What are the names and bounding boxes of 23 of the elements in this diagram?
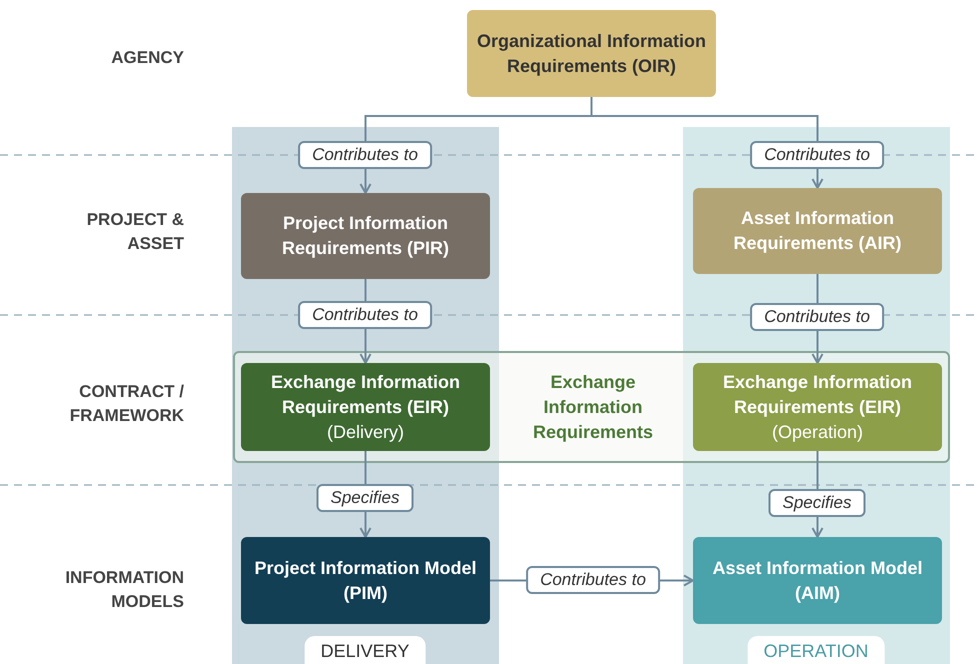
- row-label: CONTRACT / FRAMEWORK: [68, 381, 184, 427]
- row-label: AGENCY: [110, 47, 184, 69]
- edge-label: Specifies: [768, 489, 866, 517]
- edge-label: Contributes to: [526, 566, 660, 594]
- model-box: Asset Information Model (AIM): [693, 537, 942, 624]
- band-box: [233, 351, 950, 463]
- model-box: Project Information Model (PIM): [241, 537, 490, 624]
- row-label: INFORMATION MODELS: [64, 567, 184, 613]
- edge-label: Contributes to: [298, 141, 432, 169]
- requirement-box: Project Information Requirements (PIR): [241, 193, 490, 279]
- requirement-box: Asset Information Requirements (AIR): [693, 188, 942, 274]
- column-tab: OPERATION: [748, 636, 884, 664]
- edge-label: Contributes to: [750, 141, 884, 169]
- edge-label: Specifies: [316, 484, 414, 512]
- requirement-box: Exchange Information Requirements (EIR) (Operation): [693, 363, 942, 451]
- requirement-box: Exchange Information Requirements (EIR) (Delivery): [241, 363, 490, 451]
- arrow: [590, 97, 824, 189]
- requirement-box: Organizational Information Requirements (OIR): [467, 10, 716, 97]
- edge-label: Contributes to: [298, 301, 432, 329]
- column-tab: DELIVERY: [304, 636, 426, 664]
- edge-label: Contributes to: [750, 303, 884, 331]
- row-label: PROJECT & ASSET: [86, 209, 184, 255]
- band-label: Exchange Information Requirements: [532, 371, 654, 444]
